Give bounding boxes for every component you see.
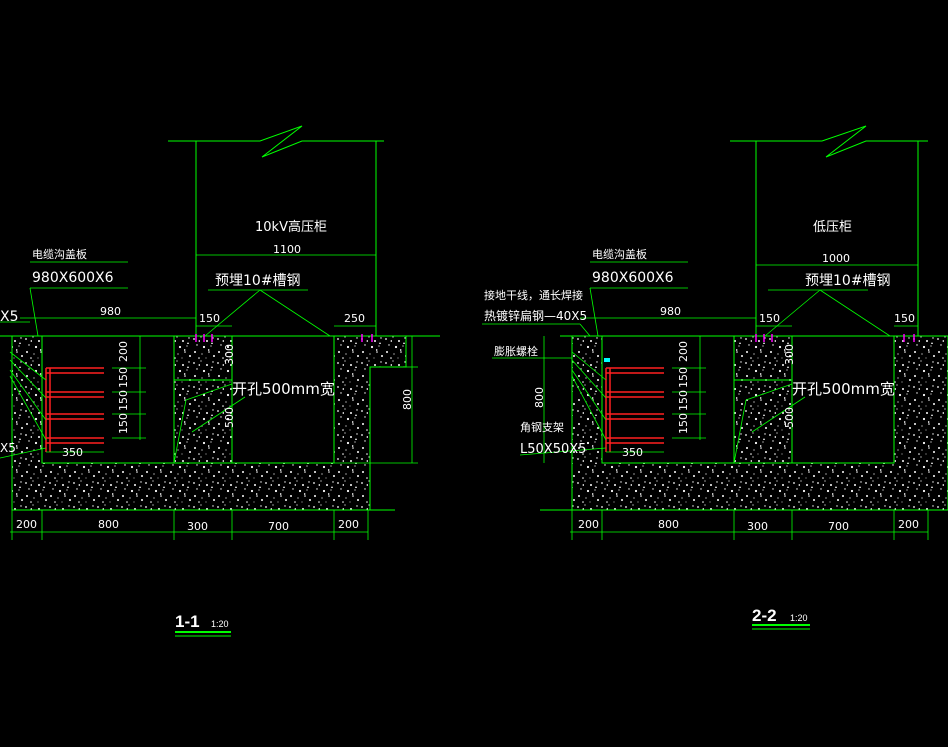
dim-vert-150c-1: 150 (117, 413, 130, 434)
partial-label-top-1: X5 (0, 309, 19, 325)
bottom-dim-1c: 300 (187, 520, 208, 533)
cover-size-1: 980X600X6 (32, 270, 114, 286)
cabinet-lv-outline (730, 125, 928, 336)
cover-label-2: 电缆沟盖板 (592, 247, 647, 261)
bottom-dim-2c: 300 (747, 520, 768, 533)
concrete-body-2 (571, 335, 948, 511)
section-title-text-2: 2-2 (752, 606, 777, 625)
cabinet-label-1: 10kV高压柜 (255, 219, 327, 235)
dim-150-top-1: 150 (199, 312, 220, 325)
dim-vert-150a-1: 150 (117, 367, 130, 388)
dim-800-right-1: 800 (401, 389, 414, 410)
dim-250-top-1: 250 (344, 312, 365, 325)
section-title-1: 1-1 1:20 (175, 612, 231, 637)
angle-size-2: L50X50X5 (520, 442, 586, 457)
bolts-2 (755, 334, 915, 342)
bottom-dim-2a: 200 (578, 518, 599, 531)
bolts-1 (195, 334, 373, 342)
concrete-body-1 (11, 335, 407, 511)
dim-150a-top-2: 150 (759, 312, 780, 325)
bolt-label-2: 膨胀螺栓 (494, 344, 538, 358)
dim-vert-150b-1: 150 (117, 390, 130, 411)
angle-label-2: 角钢支架 (520, 421, 564, 434)
bottom-dim-2e: 200 (898, 518, 919, 531)
dim-vert-150a-2: 150 (677, 367, 690, 388)
bottom-dim-2d: 700 (828, 520, 849, 533)
dim-vert-150c-2: 150 (677, 413, 690, 434)
section-1-1: 10kV高压柜 1100 电缆沟盖板 980X600X6 预埋10#槽钢 X5 … (0, 125, 440, 637)
dim-300-1: 300 (223, 344, 236, 365)
dim-vert-200-2: 200 (677, 341, 690, 362)
bottom-dim-1b: 800 (98, 518, 119, 531)
bottom-dim-1d: 700 (268, 520, 289, 533)
section-scale-1: 1:20 (211, 619, 229, 629)
dim-350-1: 350 (62, 446, 83, 459)
dim-800-left-2: 800 (533, 387, 546, 408)
cover-label-1: 电缆沟盖板 (32, 247, 87, 261)
angle-brackets-1 (45, 367, 104, 452)
section-title-text-1: 1-1 (175, 612, 200, 631)
dim-980-1: 980 (100, 305, 121, 318)
trench-lines-1 (0, 335, 440, 511)
section-scale-2: 1:20 (790, 613, 808, 623)
hole-label-1: 开孔500mm宽 (232, 380, 335, 398)
ground-label-2: 接地干线，通长焊接 (484, 288, 583, 302)
dim-500-1: 500 (223, 407, 236, 428)
leaders-2 (482, 261, 891, 464)
flat-steel-label-2: 热镀锌扁钢—40X5 (484, 309, 587, 323)
dimensions-1 (10, 250, 418, 540)
bottom-dim-2b: 800 (658, 518, 679, 531)
cabinet-label-2: 低压柜 (813, 220, 852, 235)
dim-300-2: 300 (783, 344, 796, 365)
channel-label-1: 预埋10#槽钢 (215, 273, 301, 289)
section-2-2: 低压柜 1000 电缆沟盖板 980X600X6 预埋10#槽钢 接地干线，通长… (482, 125, 948, 630)
dim-500-2: 500 (783, 407, 796, 428)
dim-vert-200-1: 200 (117, 341, 130, 362)
cabinet-width-2: 1000 (822, 252, 850, 265)
hole-label-2: 开孔500mm宽 (792, 380, 895, 398)
angle-brackets-2 (605, 367, 664, 452)
section-title-2: 2-2 1:20 (752, 606, 810, 630)
bottom-dim-1a: 200 (16, 518, 37, 531)
dim-350-2: 350 (622, 446, 643, 459)
bottom-dim-1e: 200 (338, 518, 359, 531)
trench-lines-2 (540, 335, 948, 511)
flat-steel-marker-2 (604, 358, 610, 362)
cover-size-2: 980X600X6 (592, 270, 674, 286)
dimensions-2 (543, 260, 929, 540)
channel-label-2: 预埋10#槽钢 (805, 273, 891, 289)
partial-label-bottom-1: X5 (0, 441, 16, 455)
leaders-1 (0, 261, 331, 464)
cabinet-width-1: 1100 (273, 243, 301, 256)
cabinet-10kv-outline (168, 125, 384, 336)
dim-980-2: 980 (660, 305, 681, 318)
dim-vert-150b-2: 150 (677, 390, 690, 411)
dim-150b-top-2: 150 (894, 312, 915, 325)
